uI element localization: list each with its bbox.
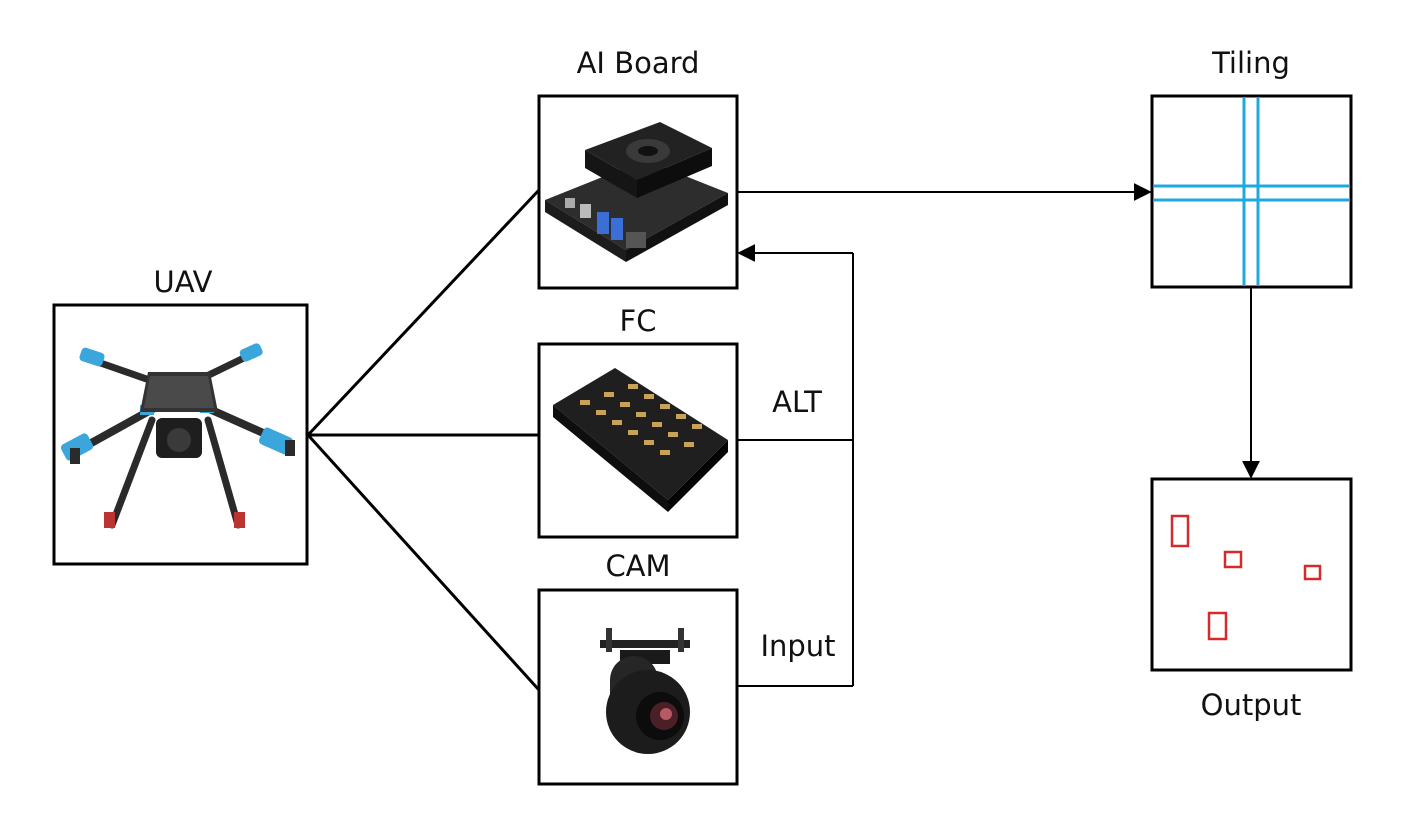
detection-box xyxy=(1303,564,1322,581)
uav-to-cam-line xyxy=(306,433,541,692)
fc-image xyxy=(553,368,728,512)
tiling-label: Tiling xyxy=(1211,46,1290,80)
feedback-connectors xyxy=(737,244,854,687)
cam-image xyxy=(600,628,690,754)
detection-box xyxy=(1207,611,1228,641)
detection-box xyxy=(1170,514,1190,548)
detection-box xyxy=(1223,550,1243,569)
output-label: Output xyxy=(1201,688,1302,722)
ai-board-label: AI Board xyxy=(577,46,700,80)
input-label: Input xyxy=(760,629,835,663)
alt-label: ALT xyxy=(772,385,822,419)
uav-label: UAV xyxy=(153,265,212,299)
drone-image xyxy=(60,343,295,529)
output-box xyxy=(1150,477,1353,672)
fc-label: FC xyxy=(620,304,657,338)
cam-label: CAM xyxy=(605,549,670,583)
ai-board-image xyxy=(545,122,728,262)
uav-to-ai-board-line xyxy=(306,188,541,437)
tiling-box xyxy=(1150,94,1353,289)
uav-connectors xyxy=(306,188,541,692)
tiling-grid-lines xyxy=(1153,97,1350,286)
detection-boxes xyxy=(1170,514,1322,641)
